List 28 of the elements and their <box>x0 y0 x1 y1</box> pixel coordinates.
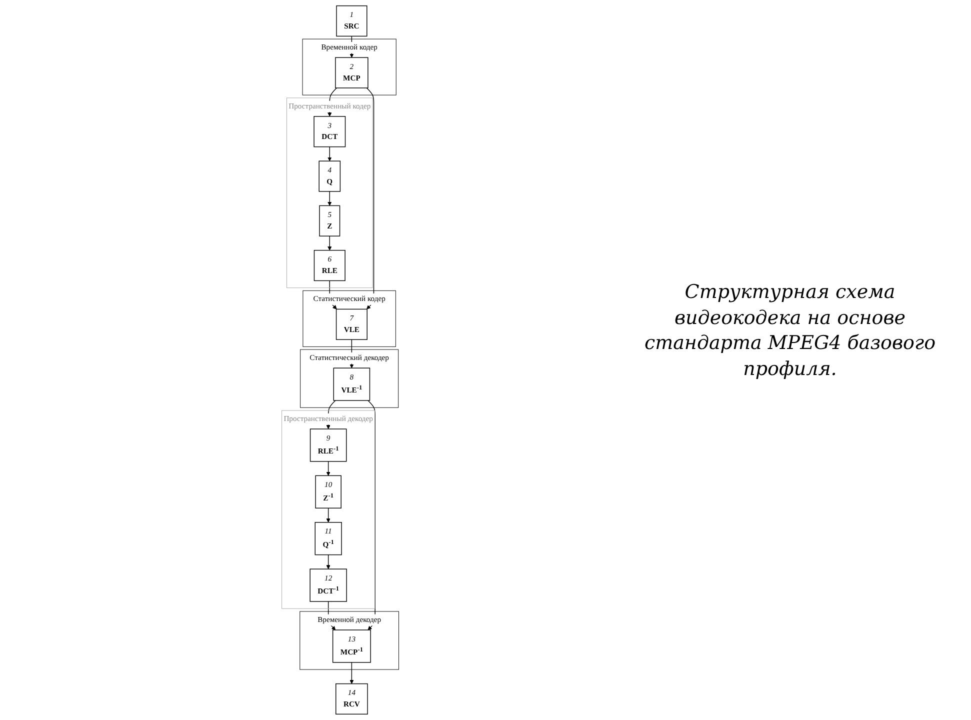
diagram-caption: Структурная схема видеокодека на основе стандарта MPEG4 базового профиля. <box>643 280 937 382</box>
node-box <box>313 116 346 148</box>
arrow <box>326 508 330 523</box>
arrow <box>327 191 332 206</box>
node-box <box>333 368 370 401</box>
node-box <box>334 57 368 88</box>
cluster <box>302 290 396 347</box>
arrow <box>366 88 374 310</box>
node-box <box>332 630 371 663</box>
node-box <box>309 568 347 602</box>
cluster <box>300 349 398 408</box>
node-box <box>318 205 340 236</box>
node-box <box>314 250 346 282</box>
arrow <box>327 236 332 251</box>
arrow <box>349 662 354 684</box>
cluster <box>302 38 396 96</box>
node-box <box>335 683 368 715</box>
node-box <box>310 428 346 462</box>
node-box <box>314 522 342 556</box>
node-box <box>336 5 367 37</box>
cluster <box>299 611 399 670</box>
node-box <box>318 160 340 192</box>
arrow <box>326 554 330 570</box>
node-box <box>336 308 368 340</box>
arrow <box>367 400 376 630</box>
node-box <box>314 475 342 508</box>
arrow <box>327 146 332 162</box>
arrow <box>326 461 330 476</box>
